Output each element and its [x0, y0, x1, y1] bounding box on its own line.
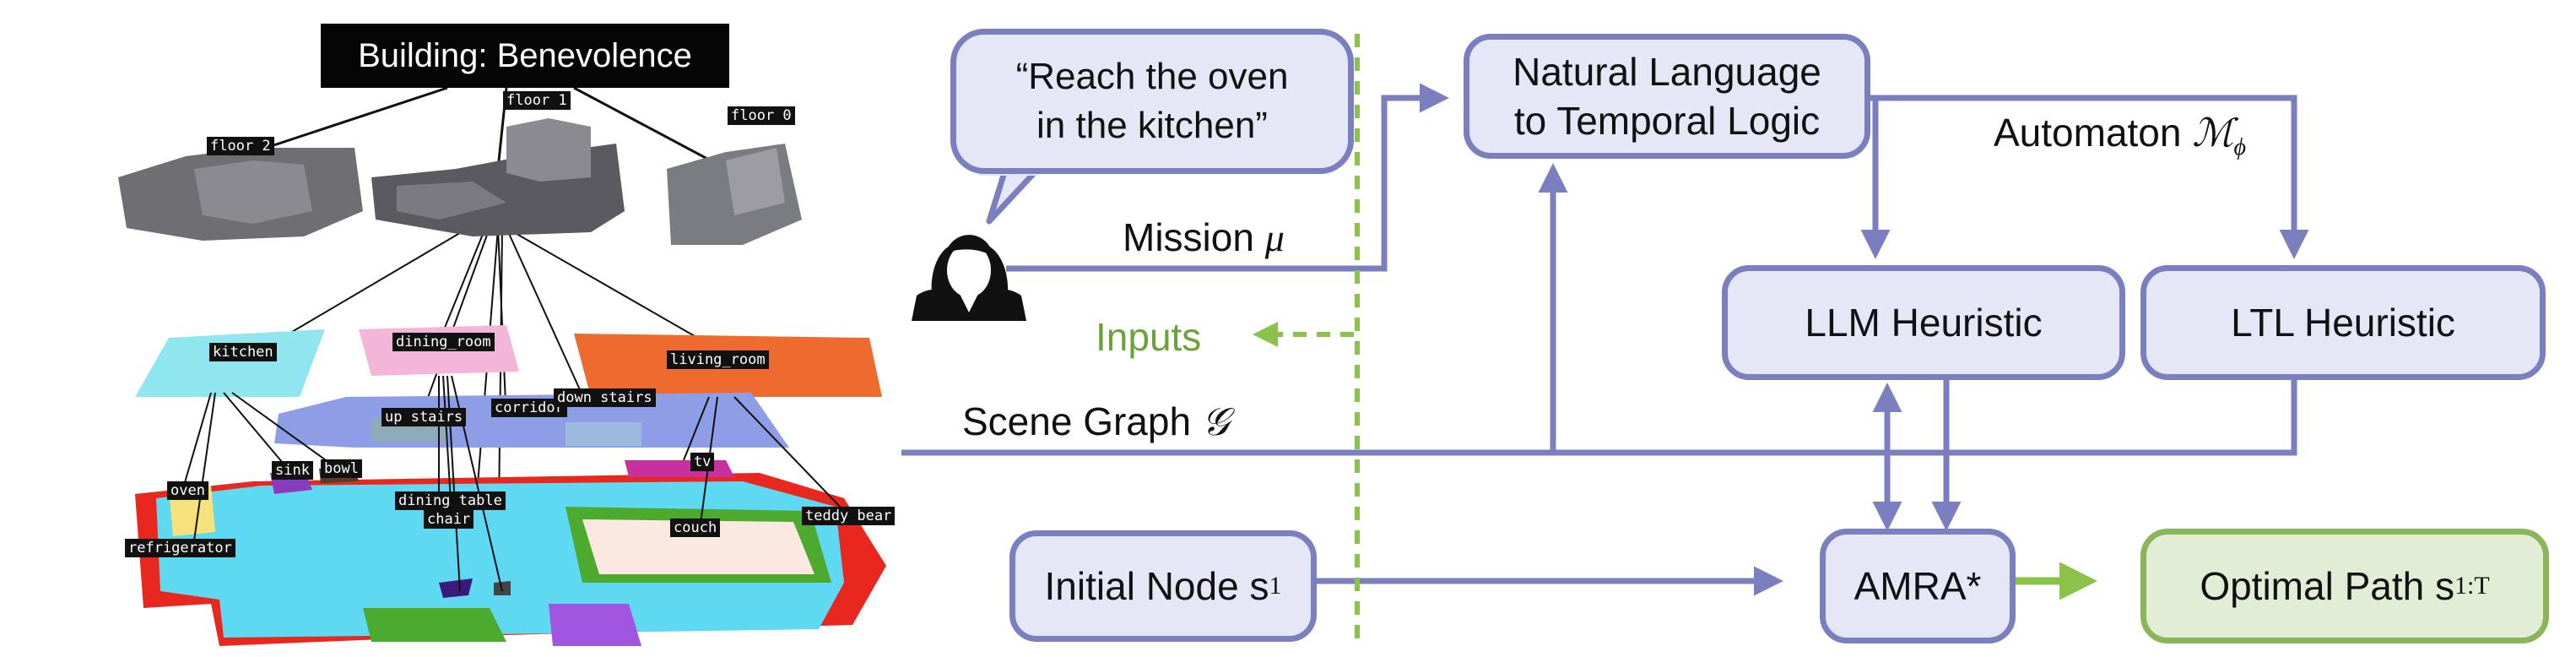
dining-room-tag: dining_room	[392, 333, 495, 351]
refrigerator-tag: refrigerator	[125, 539, 235, 557]
nl-to-tl-line-1: Natural Language	[1513, 50, 1821, 94]
floor-0-tag: floor 0	[728, 106, 795, 125]
corridor-tag: corridor	[491, 399, 567, 417]
person-icon	[912, 235, 1026, 321]
chair-tag: chair	[424, 510, 474, 529]
oven-tag: oven	[167, 481, 208, 500]
nl-to-tl-line-2: to Temporal Logic	[1513, 99, 1821, 143]
bowl-tag: bowl	[321, 459, 362, 478]
amra-node: AMRA*	[1820, 529, 2016, 643]
floor-1-mesh	[371, 118, 625, 236]
floor-green-block	[363, 608, 506, 642]
scene-graph-text: Scene Graph	[962, 399, 1192, 443]
nl-to-tl-node: Natural Language to Temporal Logic	[1464, 34, 1870, 159]
mission-symbol: μ	[1264, 216, 1285, 259]
floor-2-tag: floor 2	[207, 137, 274, 155]
scene-graph-symbol: 𝒢	[1201, 400, 1230, 443]
scene-graph-label: Scene Graph 𝒢	[962, 399, 1230, 446]
mission-text: Mission	[1123, 215, 1254, 259]
building-label: Building: Benevolence	[321, 24, 729, 88]
speech-tail	[986, 169, 1038, 225]
initial-node-subscript: 1	[1269, 572, 1282, 600]
speech-line-1: “Reach the oven	[1015, 56, 1289, 97]
mission-arrow	[1006, 83, 1449, 272]
mission-speech-bubble: “Reach the oven in the kitchen”	[950, 29, 1354, 174]
sink-tag: sink	[272, 461, 313, 480]
scene-graph-line	[901, 359, 2297, 456]
living-room-tag: living_room	[667, 350, 769, 369]
floor-0-mesh	[667, 144, 802, 245]
down-stairs-tag: down stairs	[554, 388, 656, 407]
automaton-subscript: ϕ	[2233, 134, 2246, 161]
speech-line-2: in the kitchen”	[1036, 105, 1268, 146]
tv-tag: tv	[690, 453, 715, 471]
automaton-text: Automaton	[1994, 111, 2182, 155]
up-stairs-tag: up stairs	[382, 408, 467, 426]
teddy-bear-tag: teddy bear	[802, 507, 896, 525]
object-mesh-a	[439, 578, 473, 598]
dining-table-tag: dining table	[395, 491, 506, 510]
initial-node-label: Initial Node s	[1044, 564, 1269, 608]
automaton-to-ltl-arrow	[1832, 95, 2309, 259]
floor-1-tag: floor 1	[503, 91, 571, 110]
automaton-label: Automaton ℳϕ	[1994, 110, 2246, 161]
down-stairs-region	[566, 422, 641, 446]
mission-label: Mission μ	[1123, 214, 1285, 260]
optimal-path-subscript: 1:T	[2454, 572, 2490, 600]
kitchen-tag: kitchen	[209, 343, 277, 361]
couch-tag: couch	[670, 519, 721, 537]
kitchen-plane	[135, 329, 325, 397]
llm-heuristic-node: LLM Heuristic	[1722, 265, 2125, 380]
optimal-path-label: Optimal Path s	[2200, 564, 2454, 608]
inputs-label: Inputs	[1096, 315, 1202, 359]
floor-2-mesh	[118, 148, 363, 241]
automaton-symbol: ℳ	[2192, 111, 2234, 155]
ltl-heuristic-node: LTL Heuristic	[2140, 265, 2546, 380]
couch-cushion	[582, 519, 814, 574]
floor-purple-block	[549, 604, 641, 646]
